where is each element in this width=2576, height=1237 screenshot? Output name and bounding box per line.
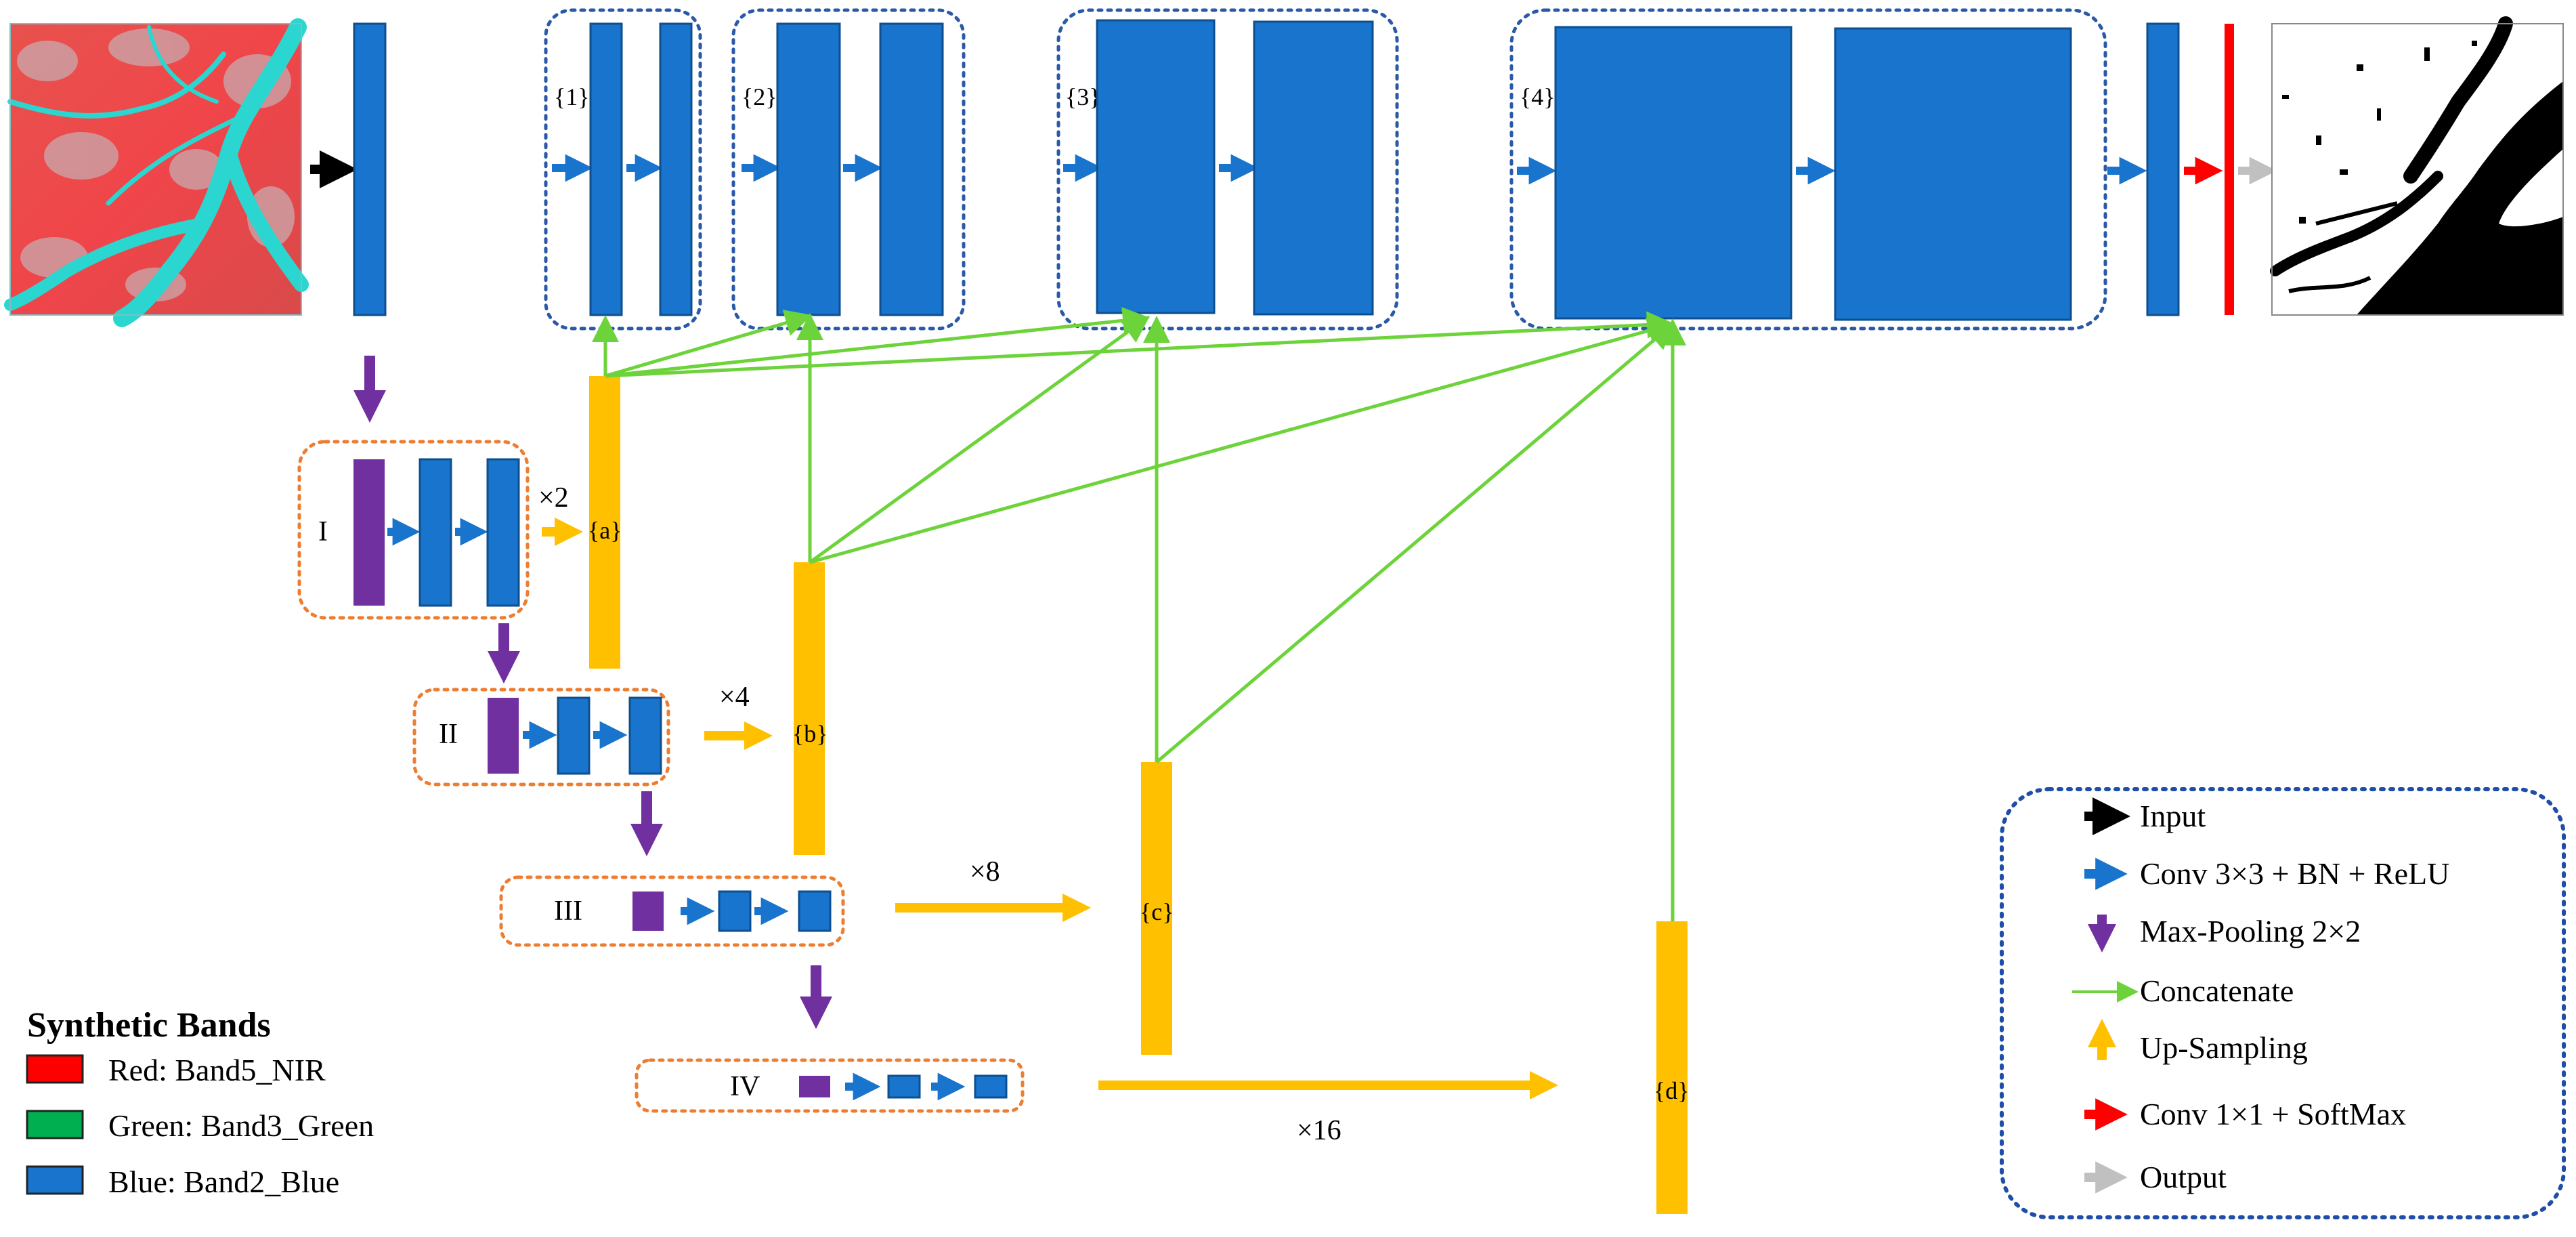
encoder-1-conv-block-a	[418, 458, 452, 607]
legend-label-conv: Conv 3×3 + BN + ReLU	[2140, 856, 2449, 891]
encoder-stage-label-1: I	[318, 516, 328, 547]
decoder-stage-label-3: {3}	[1065, 83, 1101, 110]
encoder-stage-label-2: II	[439, 719, 458, 750]
encoder-frame-4	[635, 1058, 1025, 1113]
legend-label-softmax: Conv 1×1 + SoftMax	[2140, 1097, 2406, 1131]
encoder-3-pool-block	[632, 892, 664, 931]
band-swatch-red	[26, 1054, 84, 1084]
upsample-bar-label-a: {a}	[588, 517, 622, 544]
decoder-stage-label-4: {4}	[1520, 83, 1555, 110]
upsample-bar-label-c: {c}	[1140, 898, 1174, 925]
upsample-bar-label-d: {d}	[1654, 1077, 1690, 1104]
band-swatch-green	[26, 1110, 84, 1139]
input-satellite-image	[4, 18, 309, 327]
decoder-2-conv-block-a	[776, 22, 841, 316]
encoder-stage-label-3: III	[554, 896, 582, 927]
legend-label-concatenate: Concatenate	[2140, 973, 2294, 1008]
encoder-2-pool-block	[488, 698, 519, 774]
band-label-red: Red: Band5_NIR	[108, 1053, 326, 1087]
decoder-stage-label-1: {1}	[554, 83, 590, 110]
decoder-1-conv-block-a	[589, 22, 623, 316]
legend-label-maxpool: Max-Pooling 2×2	[2140, 914, 2361, 948]
encoder-3-conv-block-b	[798, 890, 832, 932]
decoder-frame-1	[544, 8, 702, 331]
input-conv-block	[353, 22, 387, 316]
decoder-frame-4	[1509, 8, 2107, 331]
upsample-factor-d: ×16	[1297, 1115, 1341, 1146]
encoder-1-pool-block	[353, 459, 385, 606]
upsample-factor-c: ×8	[970, 856, 1000, 887]
softmax-block	[2225, 24, 2234, 315]
output-mask-image	[2270, 16, 2564, 316]
decoder-stage-label-2: {2}	[742, 83, 777, 110]
encoder-4-conv-block-a	[887, 1074, 921, 1099]
encoder-stage-label-4: IV	[730, 1071, 760, 1102]
legend-label-input: Input	[2140, 799, 2206, 833]
band-label-green: Green: Band3_Green	[108, 1108, 374, 1143]
legend-frame	[2000, 787, 2566, 1219]
legend-label-upsampling: Up-Sampling	[2140, 1030, 2308, 1065]
encoder-frame-2	[412, 688, 670, 787]
upsample-bar-c	[1141, 762, 1172, 1055]
upsample-factor-a: ×2	[538, 482, 569, 513]
band-label-blue: Blue: Band2_Blue	[108, 1165, 339, 1199]
legend-label-output: Output	[2140, 1160, 2227, 1194]
decoder-frame-2	[731, 8, 966, 331]
encoder-3-conv-block-a	[718, 890, 752, 932]
upsample-factor-b: ×4	[719, 682, 750, 713]
decoder-3-conv-block-a	[1096, 19, 1216, 314]
encoder-2-conv-block-a	[557, 696, 591, 775]
encoder-frame-1	[297, 440, 530, 620]
final-conv-block	[2146, 22, 2180, 316]
encoder-2-conv-block-b	[628, 696, 662, 775]
bands-title: Synthetic Bands	[27, 1006, 271, 1045]
encoder-4-pool-block	[799, 1076, 830, 1097]
decoder-3-conv-block-b	[1253, 20, 1374, 316]
encoder-4-conv-block-b	[974, 1074, 1008, 1099]
concatenate-lines	[592, 307, 1686, 921]
decoder-4-conv-block-b	[1834, 27, 2072, 321]
encoder-frame-3	[499, 875, 845, 947]
upsample-bar-b	[794, 562, 825, 855]
upsample-bar-label-b: {b}	[792, 720, 828, 747]
upsample-bar-a	[589, 376, 620, 669]
decoder-frame-3	[1056, 8, 1399, 331]
encoder-1-conv-block-b	[486, 458, 520, 607]
upsample-bar-d	[1656, 921, 1688, 1214]
decoder-1-conv-block-b	[659, 22, 693, 316]
band-swatch-blue	[26, 1165, 84, 1195]
decoder-4-conv-block-a	[1554, 26, 1793, 320]
decoder-2-conv-block-b	[879, 22, 944, 316]
